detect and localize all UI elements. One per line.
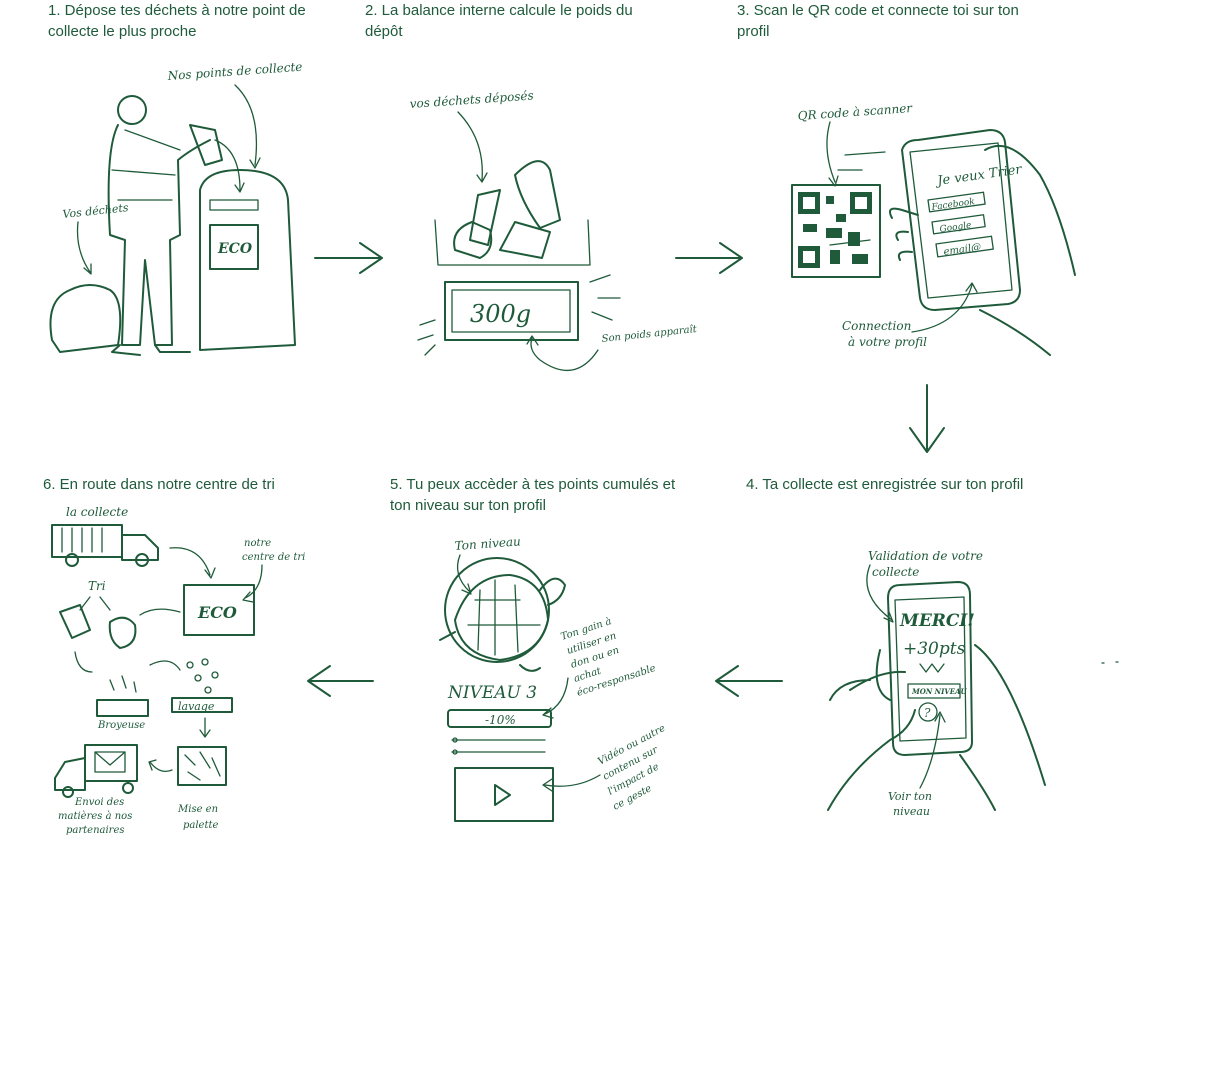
label-washing: lavage: [178, 700, 215, 713]
play-icon[interactable]: [494, 784, 511, 806]
arrow-step2-to-step3: [675, 242, 743, 274]
help-icon[interactable]: ?: [924, 706, 931, 720]
login-email[interactable]: email@: [943, 242, 982, 258]
label-your-level: Ton niveau: [454, 534, 521, 553]
arrow-step4-to-step5: [715, 665, 783, 697]
label-your-waste: Vos déchets: [62, 201, 129, 221]
screen-thanks: MERCI!: [899, 611, 975, 631]
level-label: NIVEAU 3: [447, 683, 537, 703]
label-shredder: Broyeuse: [97, 720, 145, 731]
label-sorting: Tri: [88, 579, 106, 593]
label-deposited: vos déchets déposés: [409, 88, 534, 111]
arrow-step3-to-step4: [909, 384, 945, 453]
step-6-illustration: la collecte ECO notre centre de tri Tri …: [51, 505, 305, 836]
label-connect-line1: Connection: [842, 319, 911, 333]
label-see-level-line1: Voir ton: [888, 790, 932, 803]
scale-weight: 300g: [470, 300, 531, 328]
step-5-title: 5. Tu peux accèder à tes points cumulés …: [390, 476, 676, 514]
bin-logo: ECO: [217, 241, 253, 257]
label-weight-appears: Son poids apparaît: [601, 324, 698, 345]
step-3-illustration: Je veux Trier Facebook Google email@ QR …: [791, 101, 1076, 356]
step-4-title: 4. Ta collecte est enregistrée sur ton p…: [746, 476, 1024, 493]
label-qr: QR code à scanner: [797, 101, 913, 123]
label-shipping-line1: Envoi des: [74, 797, 124, 808]
my-level-button[interactable]: MON NIVEAU: [911, 687, 968, 696]
login-google[interactable]: Google: [939, 221, 972, 235]
step-5-illustration: Ton niveau NIVEAU 3 -10% Ton gain à util…: [439, 534, 667, 822]
label-pallet-line2: palette: [183, 820, 219, 831]
step-3-title: 3. Scan le QR code et connecte toi sur t…: [737, 2, 1019, 40]
step-2-title: 2. La balance interne calcule le poids d…: [365, 2, 633, 40]
login-facebook[interactable]: Facebook: [930, 197, 975, 213]
label-collection: la collecte: [66, 505, 128, 519]
label-centre-line1: notre: [244, 538, 271, 549]
arrow-step1-to-step2: [314, 242, 383, 274]
label-centre-line2: centre de tri: [242, 552, 305, 563]
step-4-illustration: MERCI! +30pts MON NIVEAU ? Validation de…: [827, 549, 1119, 818]
label-see-level-line2: niveau: [893, 805, 930, 818]
label-shipping-line2: matières à nos: [58, 811, 132, 822]
label-pallet-line1: Mise en: [177, 804, 218, 815]
step-6-title: 6. En route dans notre centre de tri: [43, 476, 275, 493]
screen-points: +30pts: [903, 639, 966, 659]
arrow-step5-to-step6: [307, 665, 374, 697]
label-validation-line1: Validation de votre: [868, 549, 983, 563]
discount-value: -10%: [485, 713, 516, 727]
label-validation-line2: collecte: [872, 565, 919, 579]
label-connect-line2: à votre profil: [848, 335, 927, 349]
step-1-title: 1. Dépose tes déchets à notre point de c…: [48, 2, 306, 40]
centre-logo: ECO: [197, 603, 237, 622]
label-collection-points: Nos points de collecte: [166, 60, 303, 83]
label-shipping-line3: partenaires: [66, 825, 125, 836]
step-2-illustration: 300g vos déchets déposés Son poids appar…: [409, 88, 698, 372]
step-1-illustration: ECO Nos points de collecte Vos déchets: [49, 60, 303, 356]
